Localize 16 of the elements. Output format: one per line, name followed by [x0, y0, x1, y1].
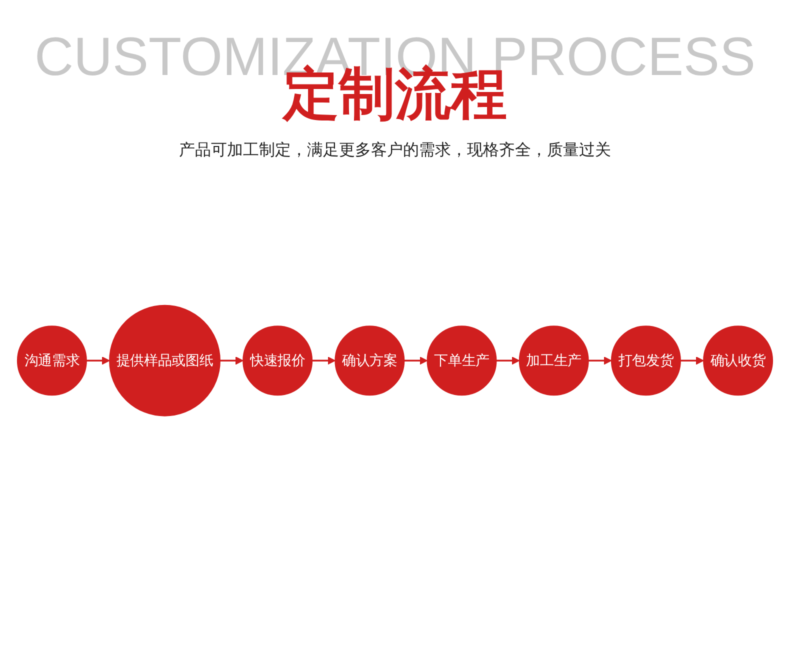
- node-circle: 提供样品或图纸: [109, 304, 220, 416]
- node-circle: 打包发货: [610, 326, 681, 396]
- arrow: [680, 356, 704, 365]
- arrow: [312, 356, 336, 365]
- subtitle: 产品可加工制定，满足更多客户的需求，现格齐全，质量过关: [179, 140, 611, 161]
- arrow: [404, 356, 428, 365]
- node-circle: 确认收货: [703, 326, 774, 396]
- node-circle: 沟通需求: [16, 326, 87, 396]
- arrow: [496, 356, 520, 365]
- arrow: [588, 356, 612, 365]
- node-circle: 下单生产: [426, 326, 497, 396]
- node-circle: 加工生产: [518, 326, 589, 396]
- arrow: [220, 356, 244, 365]
- node-circle: 确认方案: [334, 326, 405, 396]
- arrow: [86, 356, 110, 365]
- node-circle: 快速报价: [242, 326, 313, 396]
